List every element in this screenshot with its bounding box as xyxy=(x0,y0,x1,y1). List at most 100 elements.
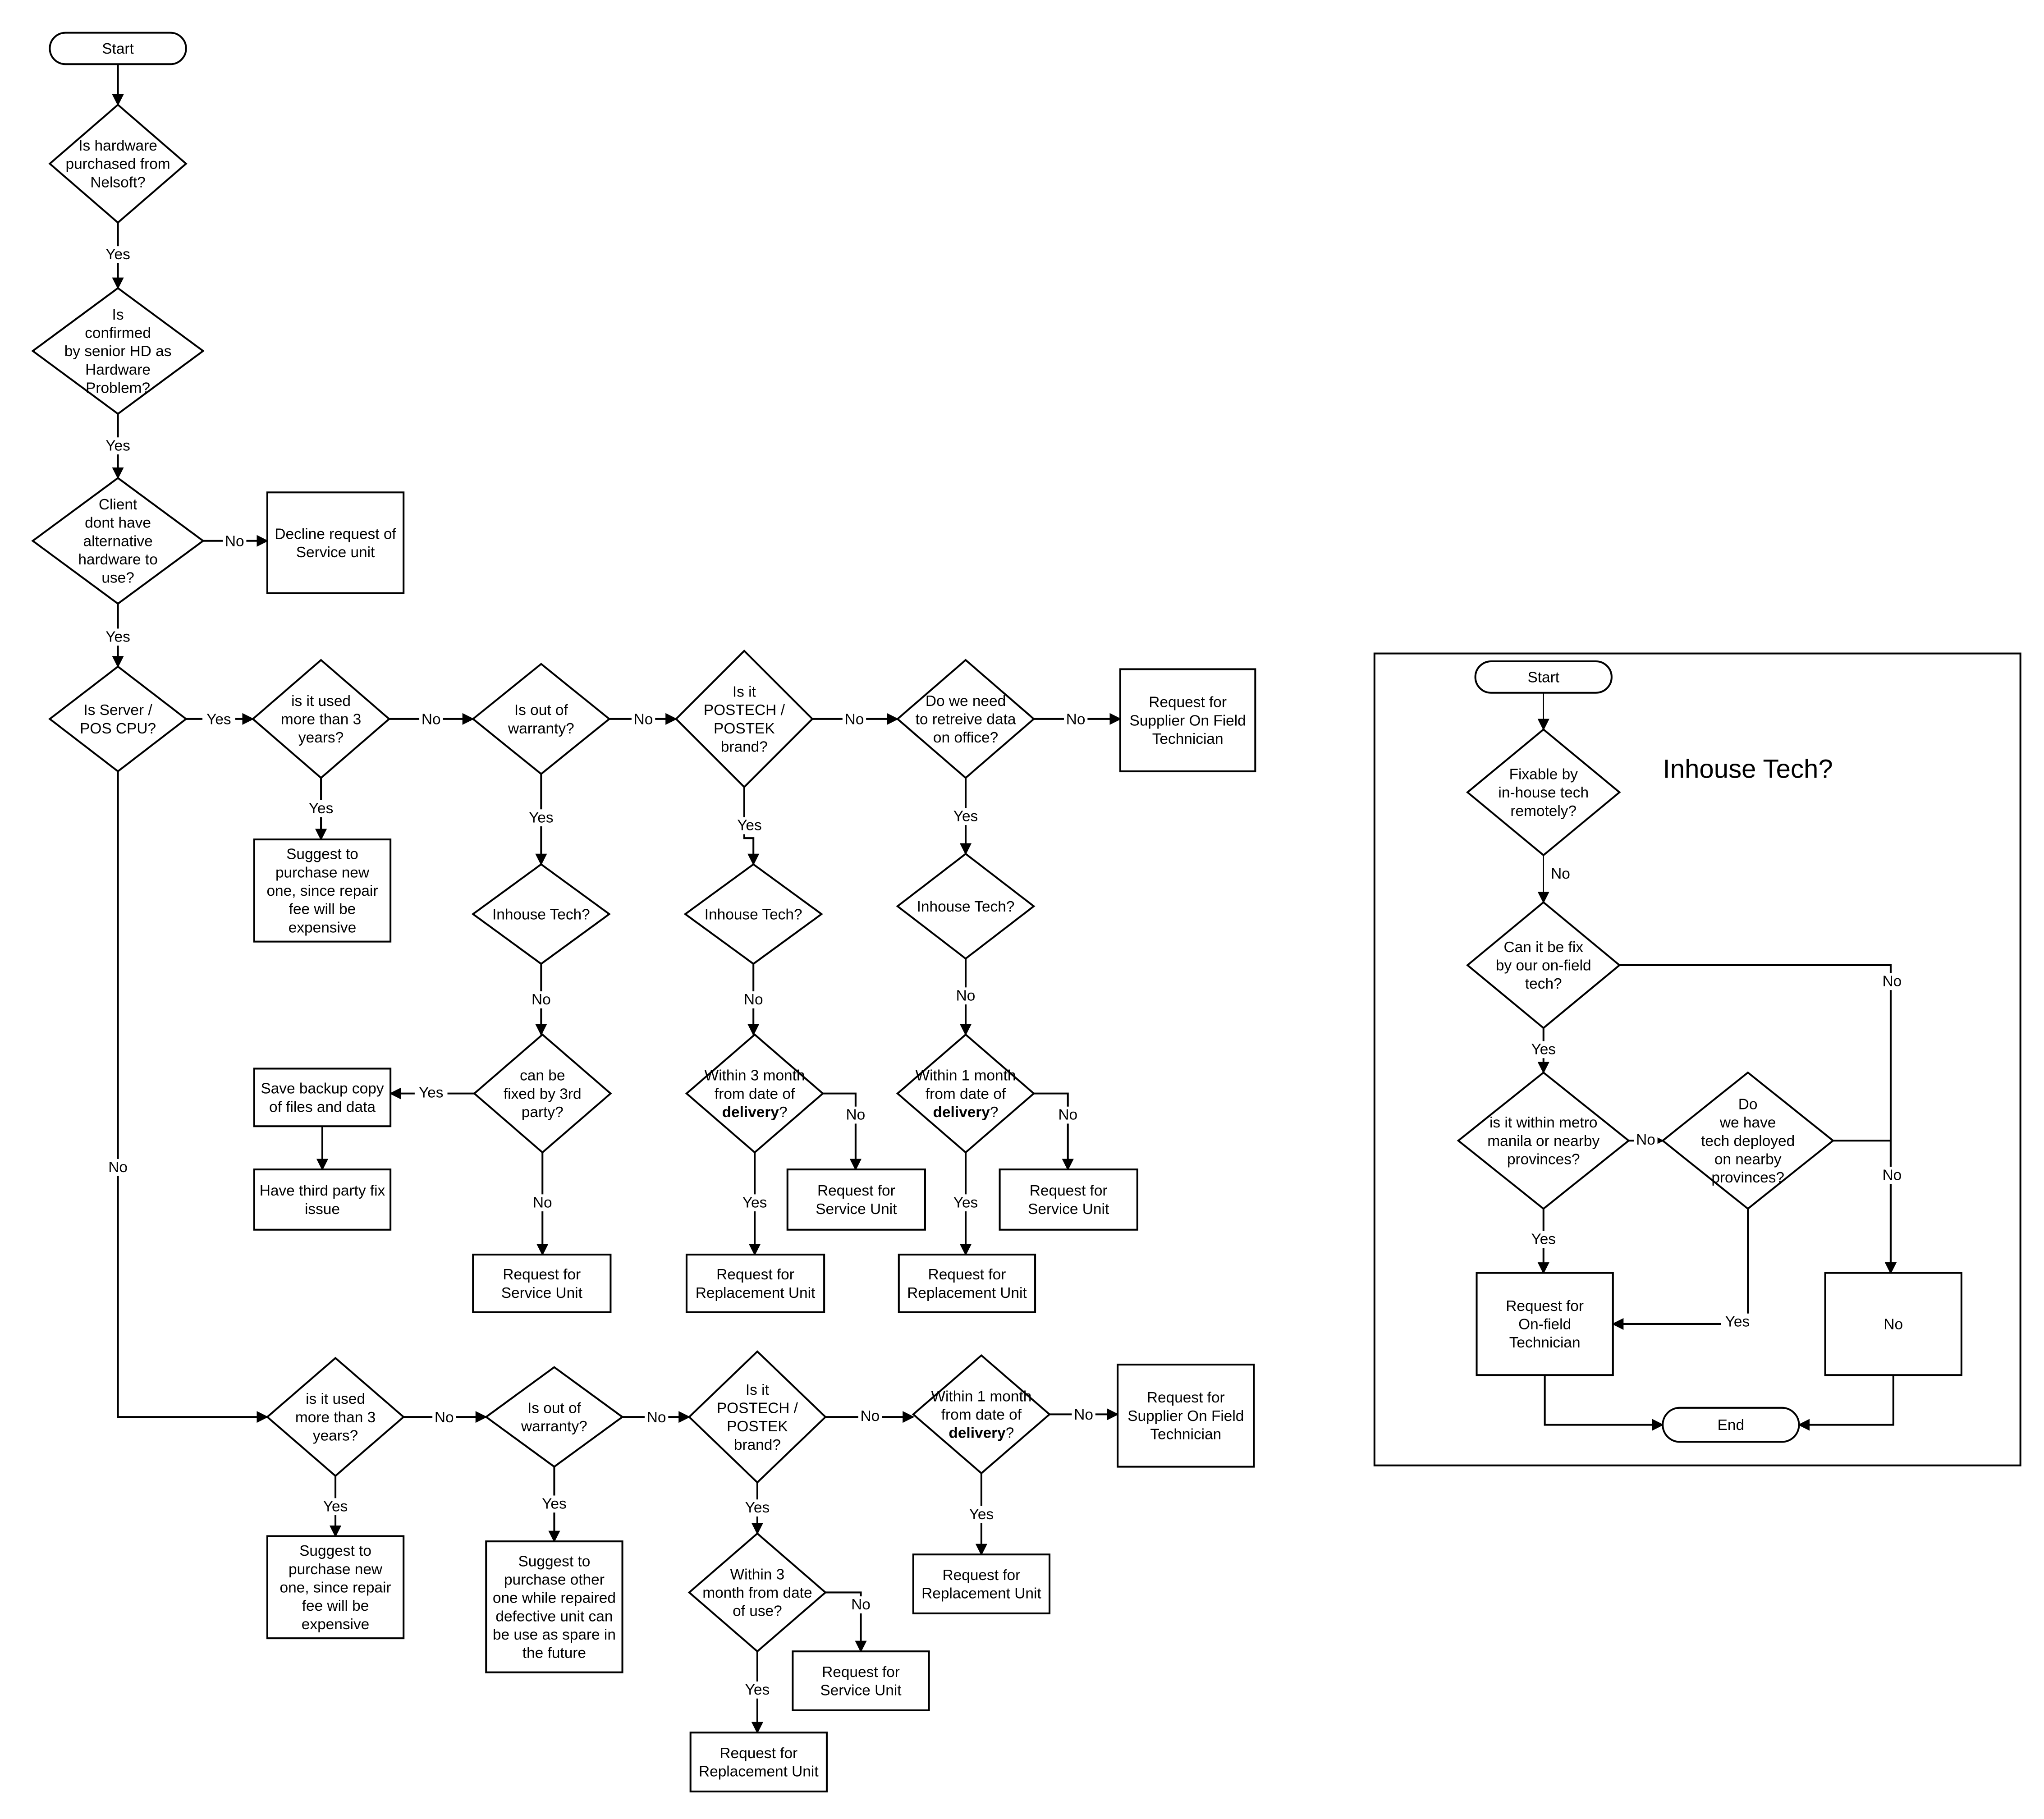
terminal-i-start[interactable]: Start xyxy=(1474,660,1613,694)
node-label-line: Request for xyxy=(1030,1182,1108,1199)
edge-label-bg xyxy=(741,1681,774,1699)
node-label-line: years? xyxy=(298,729,344,746)
edge-label-no: No xyxy=(634,711,653,728)
edge-label-bg xyxy=(644,1409,669,1426)
node-label-line: brand? xyxy=(721,738,768,755)
node-label-line: Have third party fix xyxy=(260,1182,385,1199)
node-label-line: delivery? xyxy=(933,1104,999,1121)
node-label-line: Is it xyxy=(733,683,756,700)
terminal-start[interactable]: Start xyxy=(49,32,187,65)
edge-label-yes: Yes xyxy=(742,1194,767,1211)
decision-d-inhouse-c[interactable]: Inhouse Tech? xyxy=(896,852,1036,960)
node-label: Is Server /POS CPU? xyxy=(80,702,156,737)
node-label-line: Replacement Unit xyxy=(907,1285,1027,1301)
node-label-line: Request for xyxy=(1149,694,1227,711)
decision-d-inhouse-b[interactable]: Inhouse Tech? xyxy=(683,863,823,965)
connector-i-request-onfield-to-i-end xyxy=(1544,1375,1664,1431)
decision-d-server-pos[interactable]: Is Server /POS CPU? xyxy=(48,665,188,773)
decision-diamond xyxy=(473,1033,612,1154)
node-label-line: month from date xyxy=(702,1585,812,1601)
node-label-line: Is out of xyxy=(514,702,568,719)
node-label-line: Technician xyxy=(1152,731,1224,747)
decision-diamond xyxy=(685,1033,825,1154)
node-label-line: purchase other xyxy=(504,1572,605,1588)
decision-diamond xyxy=(471,863,611,965)
edge-label-no: No xyxy=(108,1159,128,1176)
terminal-i-end[interactable]: End xyxy=(1662,1407,1800,1443)
edge-label-no: No xyxy=(845,711,864,728)
decision-d-inhouse-a[interactable]: Inhouse Tech? xyxy=(471,863,611,965)
node-label-line: of files and data xyxy=(269,1099,376,1115)
connector-i-no-to-i-end xyxy=(1797,1375,1894,1431)
decision-diamond xyxy=(1466,901,1621,1030)
node-label-line: by senior HD as xyxy=(64,343,172,360)
node-label-line: Inhouse Tech? xyxy=(492,906,590,923)
node-label-line: hardware to xyxy=(78,551,157,568)
edge-label-no: No xyxy=(225,533,244,550)
connector-d-1month-delivery-a-to-p-service-c xyxy=(1034,1092,1074,1171)
inhouse-tech-panel-title: Inhouse Tech? xyxy=(1663,755,1833,784)
node-label-line: Inhouse Tech? xyxy=(705,906,802,923)
edge-label-no: No xyxy=(1882,1167,1902,1183)
process-box xyxy=(472,1253,612,1313)
node-label-line: to retreive data xyxy=(916,711,1016,728)
terminal-shape xyxy=(1474,660,1613,694)
process-box xyxy=(266,491,405,594)
node-label-line: remotely? xyxy=(1510,803,1577,820)
node-label-line: Service unit xyxy=(296,544,375,561)
process-i-no[interactable]: No xyxy=(1824,1272,1962,1376)
edge-label-no: No xyxy=(1636,1132,1655,1148)
node-label-line: Is hardware xyxy=(78,137,157,154)
node-label-line: fee will be xyxy=(302,1598,369,1614)
decision-diamond xyxy=(1466,728,1621,857)
process-box xyxy=(1117,1363,1255,1468)
node-label-line: Replacement Unit xyxy=(696,1285,816,1301)
connector-d-postech-a-to-d-inhouse-b xyxy=(743,787,760,866)
